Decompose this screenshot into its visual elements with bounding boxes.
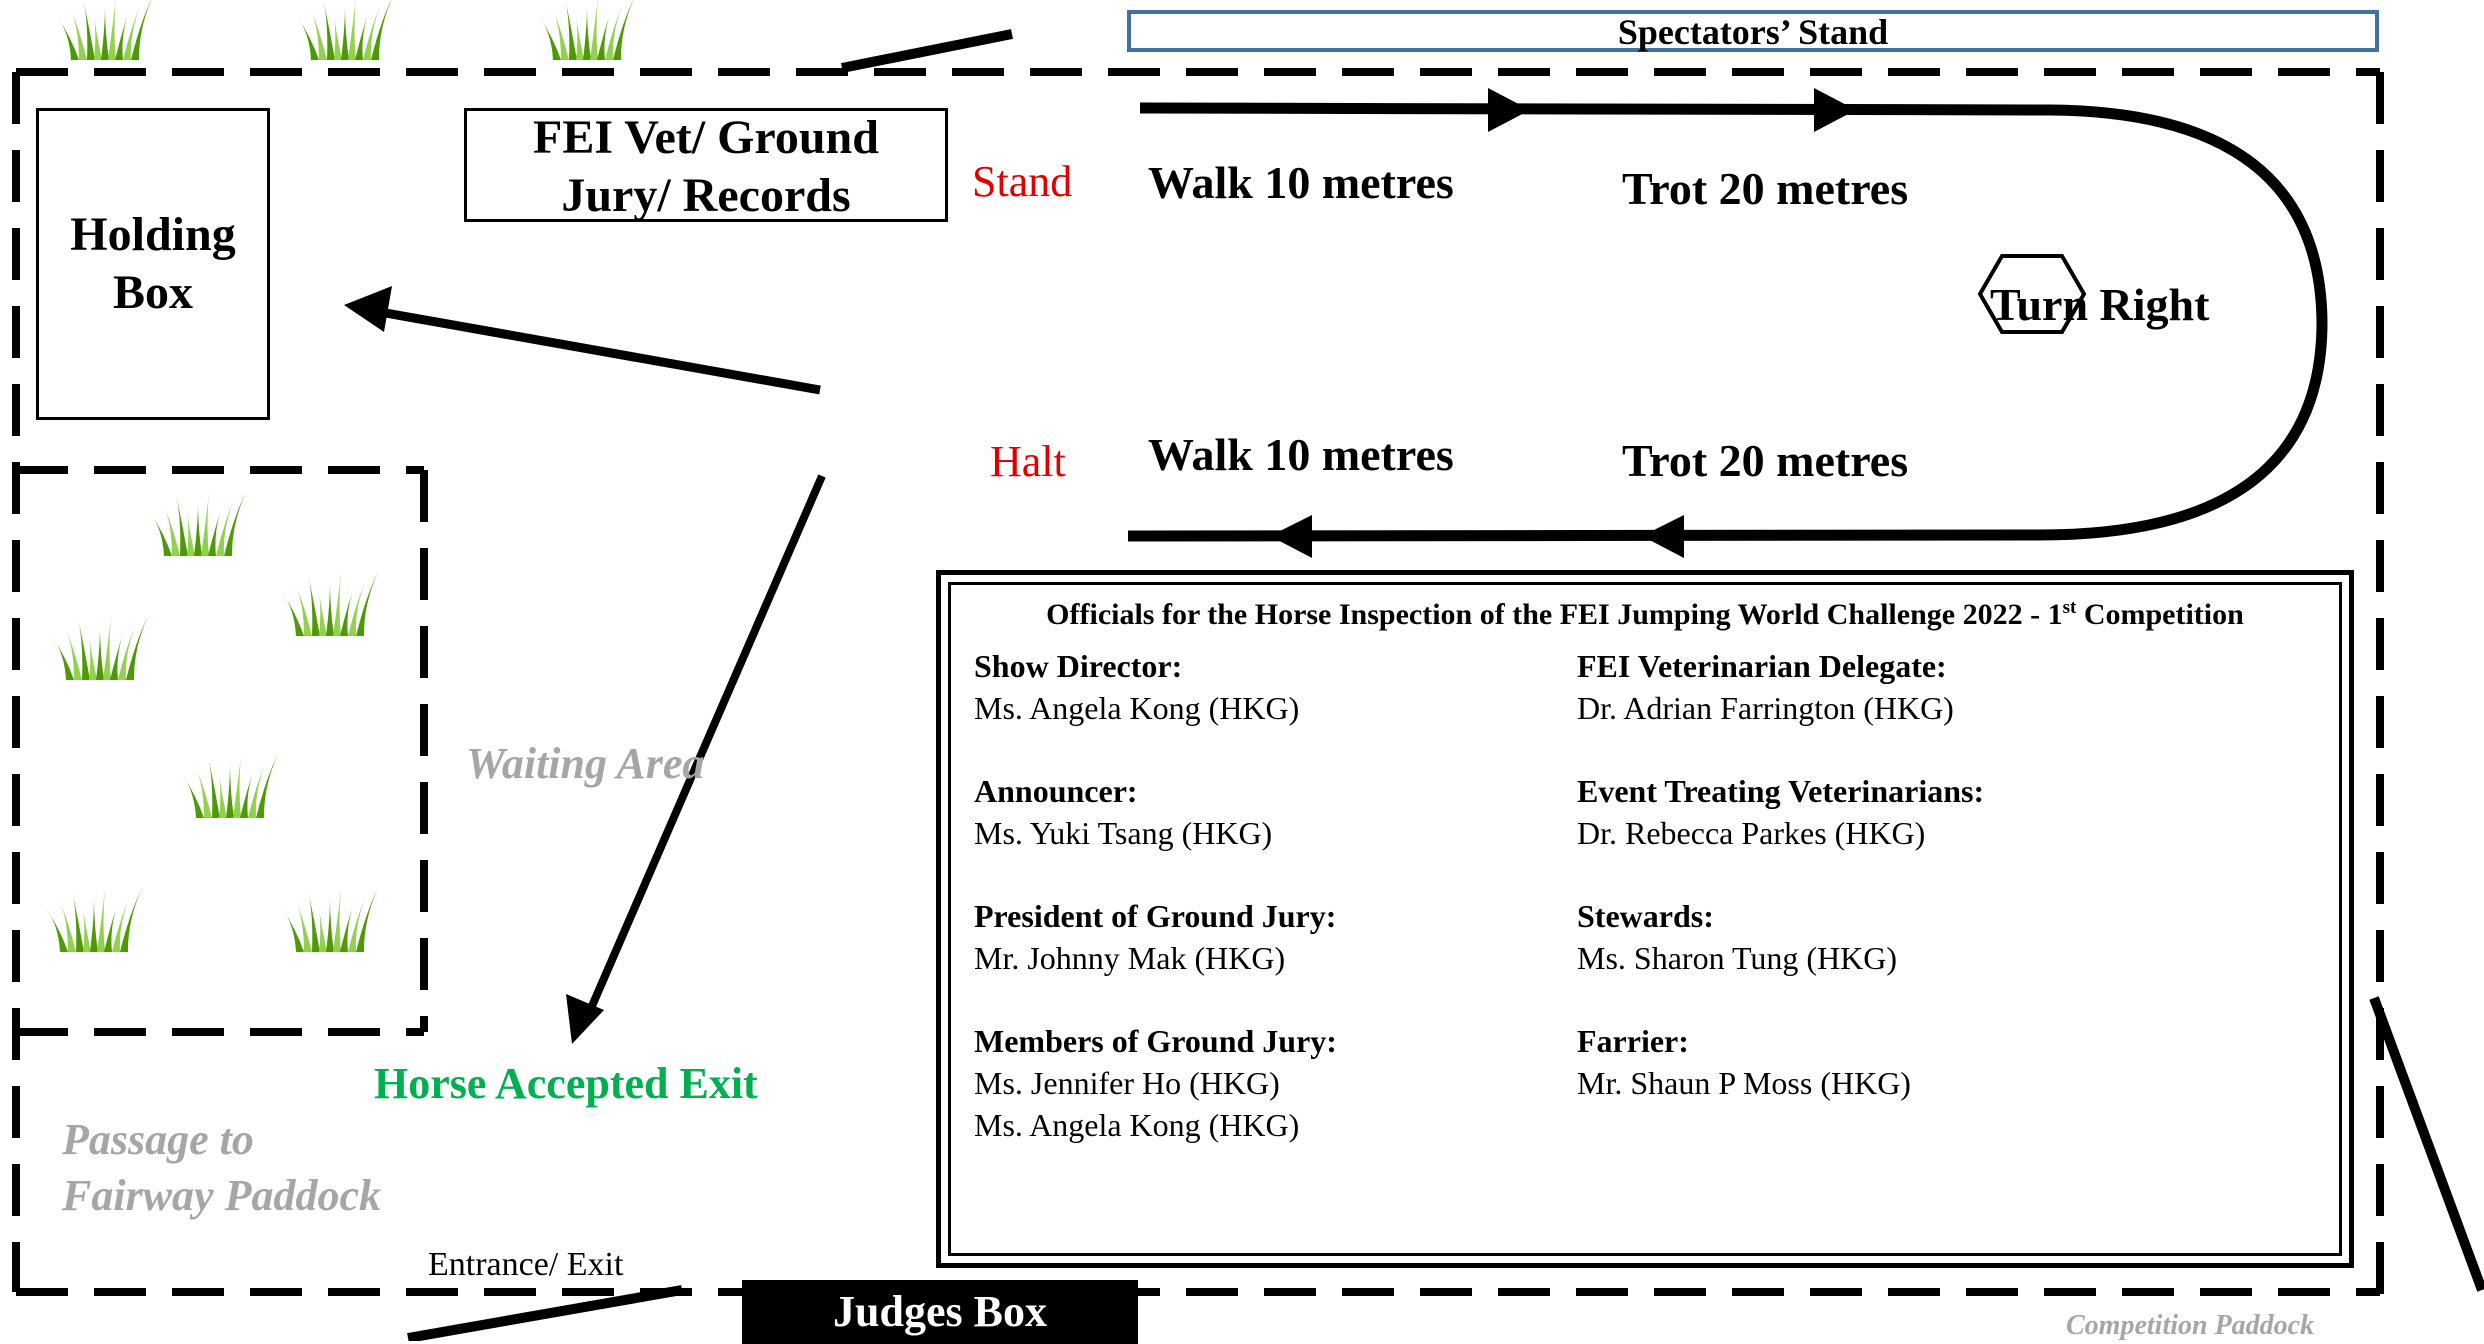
grass-tuft-icon — [46, 888, 142, 952]
official-name: Ms. Jennifer Ho (HKG) — [974, 1065, 1280, 1101]
officials-panel-inner-border: Officials for the Horse Inspection of th… — [948, 582, 2342, 1256]
inspection-track — [1127, 102, 2328, 542]
official-name: Ms. Angela Kong (HKG) — [974, 1107, 1300, 1143]
hexagon-marker-icon — [1977, 254, 2087, 334]
official-entry: FEI Veterinarian Delegate: Dr. Adrian Far… — [1577, 645, 2177, 770]
official-entry: Farrier: Mr. Shaun P Moss (HKG) — [1577, 1020, 2177, 1145]
official-name: Ms. Angela Kong (HKG) — [974, 690, 1300, 726]
official-entry: Event Treating Veterinarians: Dr. Rebecca… — [1577, 770, 2177, 895]
judges-box: Judges Box — [742, 1280, 1138, 1344]
officials-title: Officials for the Horse Inspection of th… — [1046, 597, 2244, 631]
halt-label: Halt — [990, 437, 1066, 486]
official-role: President of Ground Jury: — [974, 898, 1337, 934]
official-entry: President of Ground Jury: Mr. Johnny Mak … — [974, 895, 1574, 1020]
grass-tuft-icon — [282, 572, 378, 636]
official-entry: Show Director: Ms. Angela Kong (HKG) — [974, 645, 1574, 770]
trot-bottom-label: Trot 20 metres — [1622, 435, 1909, 486]
officials-panel: Officials for the Horse Inspection of th… — [936, 570, 2354, 1268]
top-gate-line — [841, 29, 1013, 73]
entrance-gate-line — [407, 1285, 683, 1341]
to-exit-arrow — [566, 474, 826, 1044]
official-name: Mr. Shaun P Moss (HKG) — [1577, 1065, 1911, 1101]
horse-accepted-exit-label: Horse Accepted Exit — [374, 1059, 758, 1108]
official-name: Mr. Johnny Mak (HKG) — [974, 940, 1286, 976]
competition-paddock-label: Competition Paddock — [2066, 1310, 2315, 1341]
track-arrows — [1270, 88, 1856, 558]
passage-label-line2: Fairway Paddock — [62, 1171, 381, 1220]
right-gate-line — [2369, 996, 2484, 1292]
official-name: Ms. Yuki Tsang (HKG) — [974, 815, 1273, 851]
trot-top-label: Trot 20 metres — [1622, 163, 1909, 214]
official-entry: Members of Ground Jury: Ms. Jennifer Ho (… — [974, 1020, 1574, 1145]
official-name: Dr. Rebecca Parkes (HKG) — [1577, 815, 1926, 851]
officials-right-column: FEI Veterinarian Delegate: Dr. Adrian Far… — [1577, 645, 2177, 1145]
spectators-stand: Spectators’ Stand — [1127, 10, 2379, 52]
grass-tuft-icon — [297, 0, 392, 60]
walk-bottom-label: Walk 10 metres — [1148, 429, 1454, 480]
official-role: Farrier: — [1577, 1023, 1689, 1059]
grass-tuft-icon — [282, 888, 378, 952]
official-entry: Announcer: Ms. Yuki Tsang (HKG) — [974, 770, 1574, 895]
official-name: Dr. Adrian Farrington (HKG) — [1577, 690, 1954, 726]
official-role: Event Treating Veterinarians: — [1577, 773, 1985, 809]
officials-left-column: Show Director: Ms. Angela Kong (HKG) Annou… — [974, 645, 1574, 1145]
official-name: Ms. Sharon Tung (HKG) — [1577, 940, 1898, 976]
walk-top-label: Walk 10 metres — [1148, 157, 1454, 208]
waiting-area-boundary — [16, 466, 428, 1036]
to-holding-box-arrow — [344, 286, 821, 395]
waiting-area-label: Waiting Area — [466, 739, 705, 788]
grass-tuft-icon — [52, 616, 148, 680]
official-role: Show Director: — [974, 648, 1183, 684]
official-role: FEI Veterinarian Delegate: — [1577, 648, 1947, 684]
competition-area-boundary — [12, 68, 2384, 1300]
holding-box: Holding Box — [36, 108, 270, 420]
stand-label: Stand — [972, 157, 1073, 206]
grass-tuft-icon — [150, 492, 246, 556]
official-role: Announcer: — [974, 773, 1138, 809]
official-role: Stewards: — [1577, 898, 1714, 934]
grass-tuft-icon — [57, 0, 152, 60]
entrance-exit-label: Entrance/ Exit — [428, 1246, 624, 1283]
grass-decorations — [46, 0, 634, 952]
official-entry: Stewards: Ms. Sharon Tung (HKG) — [1577, 895, 2177, 1020]
grass-tuft-icon — [182, 754, 278, 818]
grass-tuft-icon — [539, 0, 634, 60]
passage-label-line1: Passage to — [62, 1115, 254, 1164]
turn-right-label: Turn Right — [1990, 279, 2210, 330]
vet-jury-records-box: FEI Vet/ Ground Jury/ Records — [464, 108, 948, 222]
official-role: Members of Ground Jury: — [974, 1023, 1337, 1059]
